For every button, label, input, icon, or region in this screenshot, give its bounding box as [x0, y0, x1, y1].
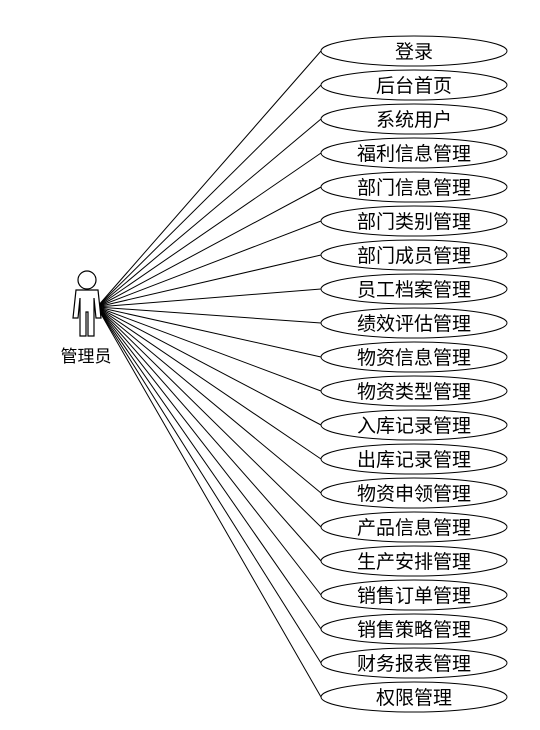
use-case-ellipse	[320, 307, 508, 339]
association-line	[96, 288, 322, 308]
use-case-ellipse	[320, 613, 508, 645]
association-line	[96, 220, 322, 308]
use-case: 部门成员管理	[320, 239, 508, 271]
use-case-ellipse	[320, 103, 508, 135]
actor-administrator: 管理员	[61, 270, 112, 367]
use-case-ellipse	[320, 341, 508, 373]
use-case-ellipse	[320, 579, 508, 611]
use-case-ellipse	[320, 69, 508, 101]
use-case: 福利信息管理	[320, 137, 508, 169]
use-case-label: 物资申领管理	[357, 483, 471, 505]
use-case: 生产安排管理	[320, 545, 508, 577]
use-case: 部门信息管理	[320, 171, 508, 203]
use-case-label: 绩效评估管理	[357, 313, 471, 335]
use-case-ellipse	[320, 375, 508, 407]
association-line	[96, 306, 322, 392]
association-line	[96, 306, 322, 460]
use-case-label: 物资信息管理	[357, 347, 471, 369]
association-line	[96, 306, 322, 426]
use-case-ellipse	[320, 477, 508, 509]
use-case-label: 系统用户	[376, 109, 452, 131]
use-case-label: 销售策略管理	[357, 619, 471, 641]
association-line	[96, 306, 322, 358]
use-case: 产品信息管理	[320, 511, 508, 543]
use-case-label: 部门信息管理	[357, 177, 471, 199]
use-case-ellipse	[320, 511, 508, 543]
use-case: 权限管理	[320, 681, 508, 713]
use-case-ellipse	[320, 681, 508, 713]
use-case-label: 物资类型管理	[357, 381, 471, 403]
use-case-list: 登录后台首页系统用户福利信息管理部门信息管理部门类别管理部门成员管理员工档案管理…	[320, 35, 508, 713]
association-line	[96, 306, 322, 324]
use-case: 财务报表管理	[320, 647, 508, 679]
use-case-ellipse	[320, 647, 508, 679]
use-case-label: 后台首页	[376, 75, 452, 97]
association-line	[96, 306, 322, 562]
use-case-ellipse	[320, 171, 508, 203]
association-line	[96, 186, 322, 308]
use-case-ellipse	[320, 409, 508, 441]
use-case: 后台首页	[320, 69, 508, 101]
association-line	[96, 254, 322, 308]
association-line	[96, 84, 322, 308]
use-case-ellipse	[320, 443, 508, 475]
use-case: 员工档案管理	[320, 273, 508, 305]
use-case: 物资信息管理	[320, 341, 508, 373]
use-case: 销售订单管理	[320, 579, 508, 611]
use-case: 入库记录管理	[320, 409, 508, 441]
association-line	[96, 306, 322, 664]
use-case-ellipse	[320, 273, 508, 305]
use-case-label: 销售订单管理	[357, 585, 471, 607]
association-line	[96, 152, 322, 308]
use-case-label: 入库记录管理	[357, 415, 471, 437]
use-case-label: 权限管理	[376, 687, 452, 709]
person-icon	[72, 270, 102, 337]
use-case-label: 部门类别管理	[357, 211, 471, 233]
use-case: 系统用户	[320, 103, 508, 135]
use-case: 物资申领管理	[320, 477, 508, 509]
association-line	[96, 306, 322, 494]
use-case-ellipse	[320, 239, 508, 271]
use-case: 登录	[320, 35, 508, 67]
association-lines	[96, 50, 322, 698]
use-case-label: 登录	[395, 41, 433, 63]
use-case-label: 生产安排管理	[357, 551, 471, 573]
use-case-label: 部门成员管理	[357, 245, 471, 267]
use-case-label: 福利信息管理	[357, 143, 471, 165]
association-line	[96, 50, 322, 308]
use-case: 销售策略管理	[320, 613, 508, 645]
association-line	[96, 306, 322, 528]
association-line	[96, 306, 322, 630]
use-case-ellipse	[320, 545, 508, 577]
use-case-label: 出库记录管理	[357, 449, 471, 471]
use-case-ellipse	[320, 35, 508, 67]
use-case: 出库记录管理	[320, 443, 508, 475]
use-case: 物资类型管理	[320, 375, 508, 407]
association-line	[96, 306, 322, 596]
actor-label: 管理员	[61, 347, 112, 367]
use-case-ellipse	[320, 205, 508, 237]
association-line	[96, 118, 322, 308]
use-case: 绩效评估管理	[320, 307, 508, 339]
use-case-label: 员工档案管理	[357, 279, 471, 301]
association-line	[96, 306, 322, 698]
use-case-label: 财务报表管理	[357, 653, 471, 675]
use-case-label: 产品信息管理	[357, 517, 471, 539]
use-case: 部门类别管理	[320, 205, 508, 237]
use-case-ellipse	[320, 137, 508, 169]
